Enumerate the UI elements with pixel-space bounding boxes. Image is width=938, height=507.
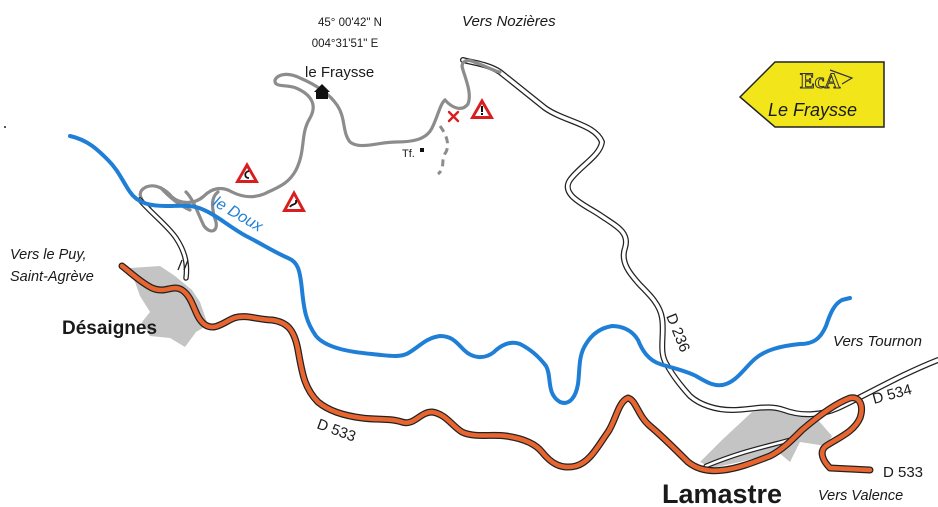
tf-label: Tf.	[402, 148, 415, 160]
grey-tracks	[138, 58, 502, 233]
house-icon	[314, 84, 330, 99]
le-doux-river	[68, 134, 852, 405]
d236-road	[460, 57, 938, 469]
fraysse-label: le Fraysse	[305, 64, 374, 81]
cross-marker-icon	[447, 110, 460, 123]
eca-logo-icon: EcA	[800, 68, 854, 94]
le-fraysse-signpost: EcA Le Fraysse	[738, 61, 885, 128]
sign-label: Le Fraysse	[768, 100, 857, 120]
saint-agreve-label: Saint-Agrève	[10, 269, 94, 285]
danger-warning-icon	[470, 98, 494, 119]
sharp-curve-warning-icon	[282, 190, 306, 212]
lamastre-label: Lamastre	[662, 479, 782, 507]
latitude-label: 45° 00'42" N	[318, 17, 382, 29]
longitude-label: 004°31'51" E	[312, 38, 379, 50]
vers-tournon-label: Vers Tournon	[833, 333, 922, 350]
vers-le-puy-label: Vers le Puy,	[10, 247, 87, 263]
vers-nozieres-label: Vers Nozières	[462, 13, 556, 30]
d533-east-label: D 533	[883, 464, 923, 481]
curve-warning-icon	[235, 162, 259, 183]
bridge-marks	[177, 259, 189, 271]
d533-road	[118, 262, 874, 475]
tf-marker	[420, 148, 424, 152]
desaignes-label: Désaignes	[62, 318, 157, 339]
stray-dot	[4, 126, 6, 128]
d533-west-label: D 533	[315, 416, 358, 446]
lamastre-town-area	[700, 406, 832, 468]
vers-valence-label: Vers Valence	[818, 488, 903, 504]
d236-label: D 236	[662, 311, 693, 354]
dashed-track	[436, 125, 450, 176]
